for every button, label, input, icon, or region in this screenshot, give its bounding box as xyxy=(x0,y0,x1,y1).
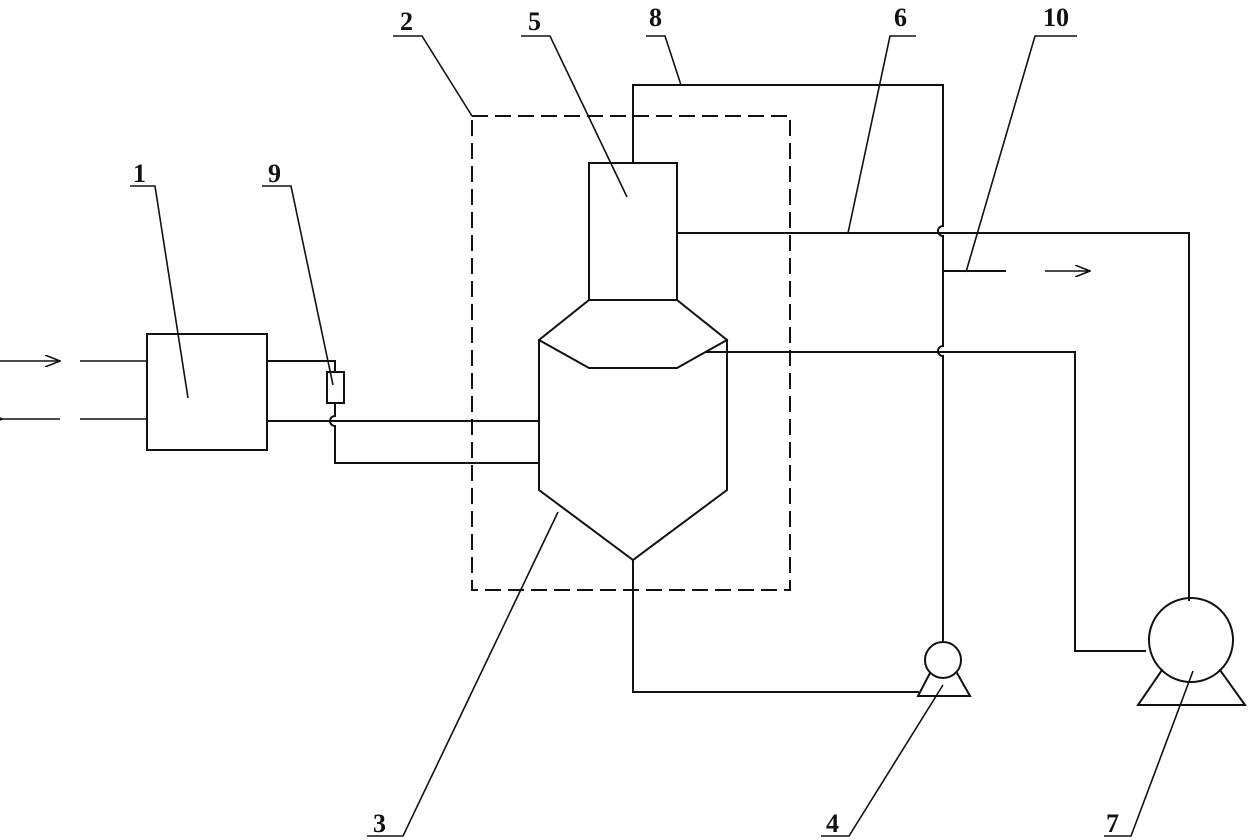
line-8-pipe xyxy=(632,84,945,643)
label-3: 3 xyxy=(373,809,386,838)
line-6-pipe xyxy=(676,232,1190,601)
label-5: 5 xyxy=(528,7,541,36)
component-9-valve xyxy=(266,360,540,464)
recycle-pipe xyxy=(705,351,1146,652)
label-4: 4 xyxy=(826,809,839,838)
leader-lines xyxy=(130,35,1194,837)
label-10: 10 xyxy=(1043,3,1069,32)
label-7: 7 xyxy=(1106,809,1119,838)
label-1: 1 xyxy=(133,159,146,188)
label-9: 9 xyxy=(268,159,281,188)
component-3-vessel xyxy=(537,299,729,562)
label-2: 2 xyxy=(400,7,413,36)
component-4-pump xyxy=(916,641,972,697)
component-7-pump xyxy=(1136,597,1247,706)
label-6: 6 xyxy=(894,3,907,32)
bottom-pipe xyxy=(632,559,919,693)
component-1-box xyxy=(146,333,268,451)
label-8: 8 xyxy=(649,3,662,32)
component-5-chamber xyxy=(588,162,678,301)
